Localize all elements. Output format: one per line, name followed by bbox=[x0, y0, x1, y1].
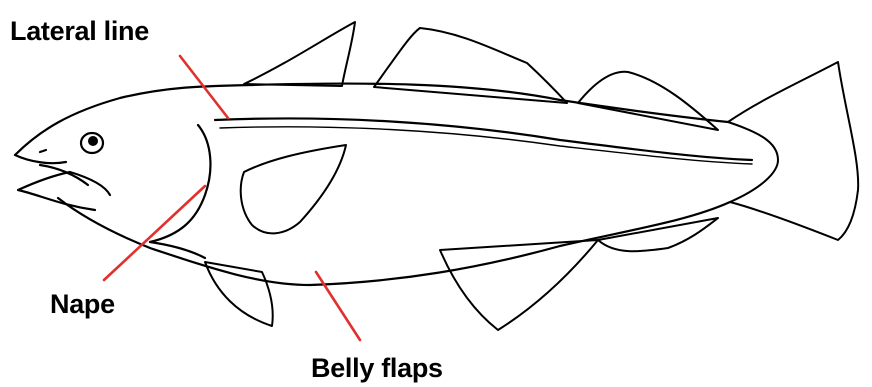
lower-jaw bbox=[18, 172, 110, 210]
label-lateral-line: Lateral line bbox=[10, 16, 149, 46]
third-dorsal-fin bbox=[578, 72, 718, 130]
eye-pupil bbox=[88, 136, 98, 146]
snout bbox=[15, 155, 66, 163]
pelvic-fin bbox=[205, 262, 273, 326]
body-outline-bottom bbox=[58, 198, 730, 285]
tail-fin bbox=[728, 62, 858, 240]
label-pointers bbox=[104, 56, 360, 340]
first-anal-fin bbox=[440, 240, 598, 330]
lateral-line-inner bbox=[220, 127, 752, 164]
fish-body bbox=[15, 84, 752, 285]
gill-cover bbox=[150, 125, 210, 242]
label-belly-flaps: Belly flaps bbox=[311, 353, 443, 383]
label-nape: Nape bbox=[50, 289, 115, 319]
pectoral-fin bbox=[241, 145, 346, 233]
nostril bbox=[40, 150, 46, 152]
nape-pointer bbox=[104, 186, 205, 280]
second-dorsal-fin bbox=[374, 28, 567, 103]
first-dorsal-fin bbox=[244, 22, 355, 86]
